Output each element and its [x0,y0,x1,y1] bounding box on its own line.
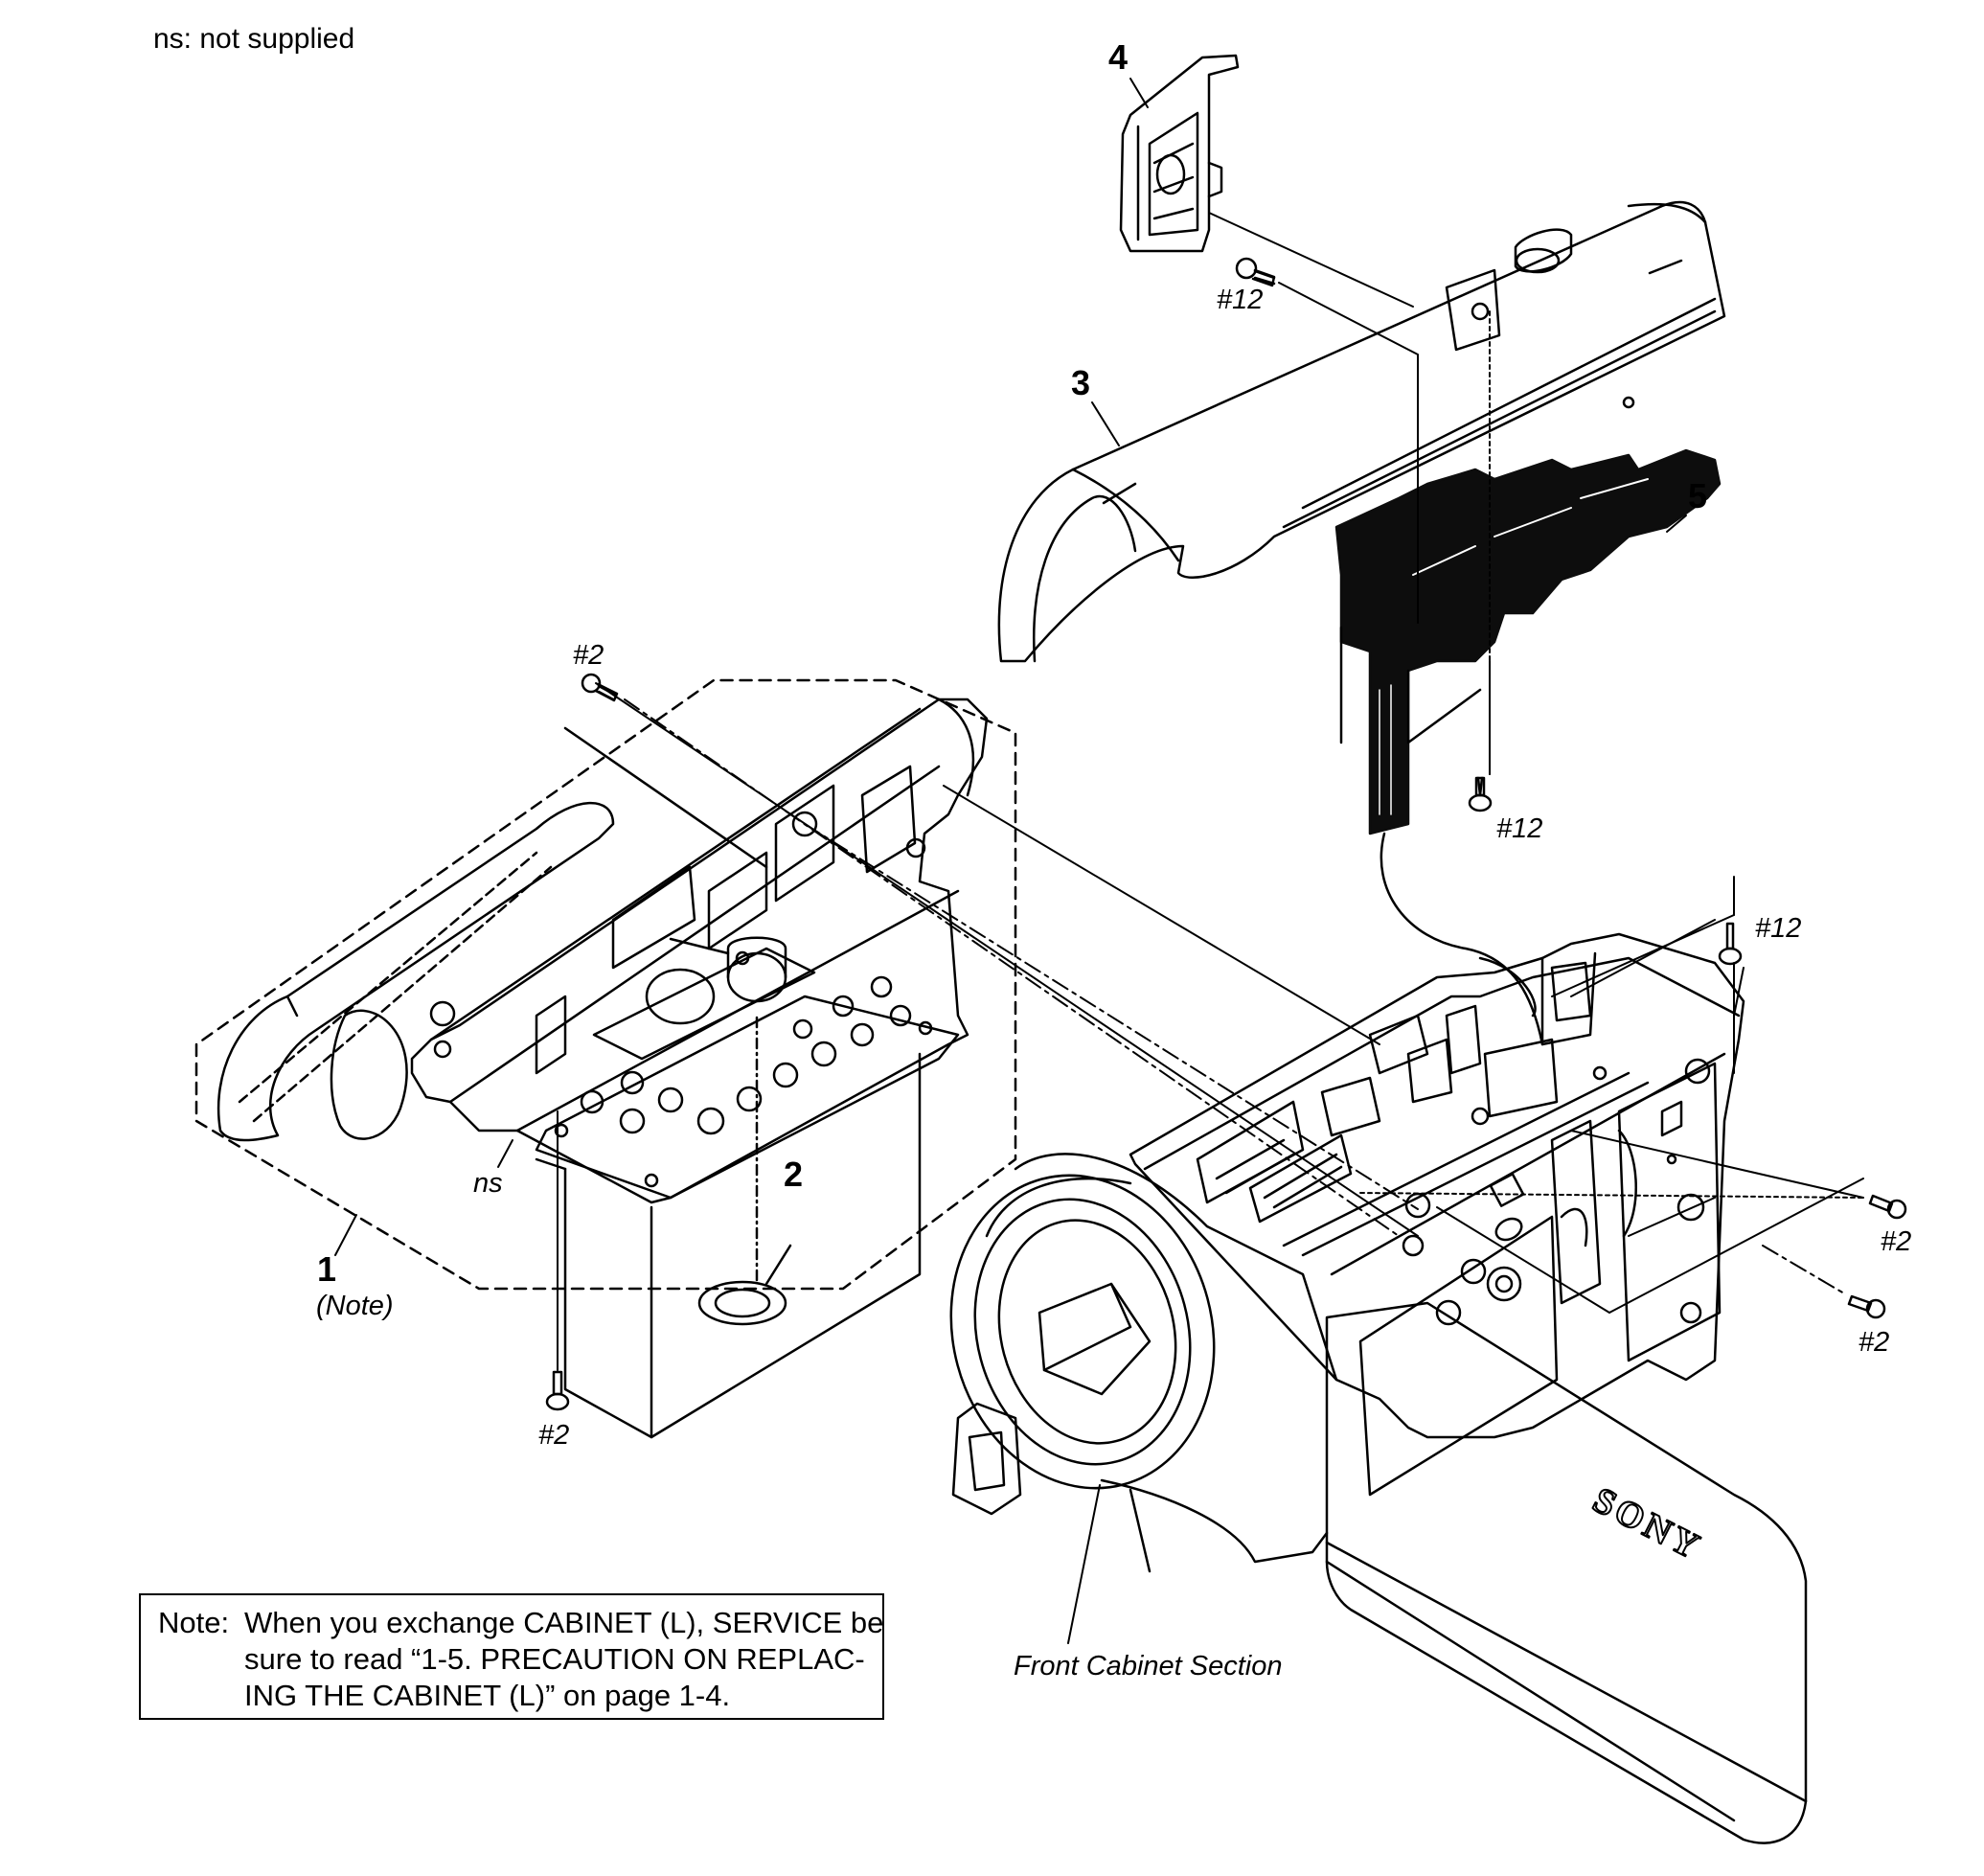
screw-12-right [1718,922,1743,966]
screw-2-upper-left [581,673,619,702]
screw-12-middle-label: #12 [1496,813,1542,844]
screw-2-right-lower-label: #2 [1859,1327,1889,1358]
legend-text: ns: not supplied [153,23,355,55]
part-4-bracket [1119,54,1240,253]
front-cabinet-section-label: Front Cabinet Section [1014,1651,1282,1682]
screw-2-lower-left-label: #2 [538,1420,569,1451]
screw-12-middle [1468,776,1493,812]
leader-lines [557,212,1864,1644]
ns-label: ns [473,1168,503,1199]
sony-brand-logo: SONY [1586,1479,1708,1568]
screw-2-right-upper-label: #2 [1881,1226,1911,1257]
part-5-flex-board [1334,448,1722,835]
part-4-label: 4 [1108,37,1128,77]
screw-2-right-lower [1847,1294,1886,1319]
camera-body: SONY [949,832,1808,1844]
note-heading: Note: [158,1606,230,1639]
screw-2-lower-left [545,1370,570,1411]
note-line-1: When you exchange CABINET (L), SERVICE b… [244,1606,884,1639]
screw-2-right-upper [1868,1194,1907,1220]
screw-12-upper-label: #12 [1217,285,1263,315]
screw-2-upper-left-label: #2 [573,640,604,671]
part-1-note-label: (Note) [316,1291,394,1321]
note-line-2: sure to read “1-5. PRECAUTION ON REPLAC- [244,1642,865,1676]
part-5-label: 5 [1688,476,1707,515]
screw-12-upper [1235,257,1276,287]
note-box: Note: When you exchange CABINET (L), SER… [139,1593,884,1720]
part-1-label: 1 [317,1249,336,1289]
part-2-label: 2 [784,1155,803,1194]
part-3-top-cover [997,200,1726,663]
part-1-cabinet-left [194,678,1017,1439]
note-line-3: ING THE CABINET (L)” on page 1-4. [244,1679,731,1712]
screw-12-right-label: #12 [1755,913,1801,944]
part-3-label: 3 [1071,363,1090,402]
